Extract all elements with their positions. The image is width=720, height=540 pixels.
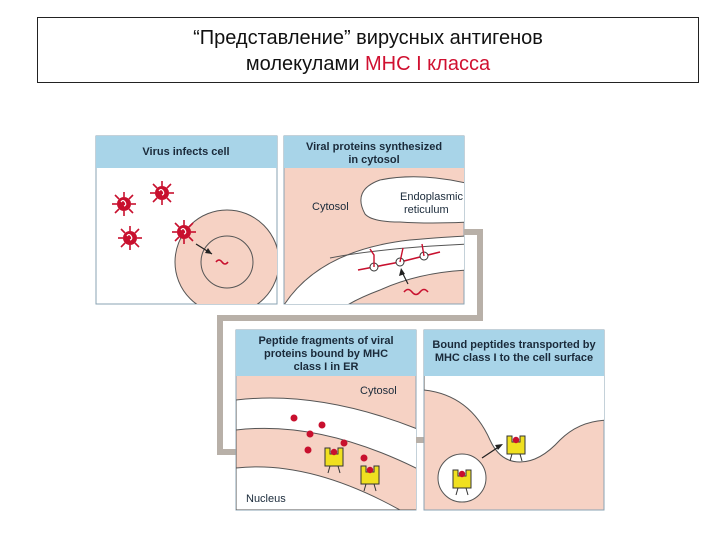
title-line-1: “Представление” вирусных антигенов xyxy=(193,27,543,49)
flow-connector xyxy=(217,229,483,455)
panel-2-title-2: in cytosol xyxy=(348,154,399,166)
panel-2-header xyxy=(284,136,464,168)
panel-2-title-1: Viral proteins synthesized xyxy=(306,141,442,153)
label-er-1: Endoplasmic xyxy=(400,191,463,203)
endoplasmic-reticulum xyxy=(360,176,464,224)
panel-1-header xyxy=(96,136,277,168)
panel-peptide-fragments: Peptide fragments of viral proteins boun… xyxy=(235,329,417,511)
panel-virus-infects-cell: Virus infects cell xyxy=(95,135,278,305)
panel-3-title-3: class I in ER xyxy=(294,361,359,373)
viral-rna xyxy=(215,259,229,265)
title-accent: МНС I класса xyxy=(364,53,491,75)
slide-title: “Представление” вирусных антигенов молек… xyxy=(37,17,699,83)
panel-4-title-1: Bound peptides transported by xyxy=(432,339,596,351)
label-cytosol-2: Cytosol xyxy=(360,385,397,397)
panel-3-title-2: proteins bound by MHC xyxy=(264,348,388,360)
panel-1-title: Virus infects cell xyxy=(142,146,229,158)
label-cytosol: Cytosol xyxy=(312,201,349,213)
panel-4-title-2: MHC class I to the cell surface xyxy=(435,352,593,364)
panel-viral-proteins-synthesized: Viral proteins synthesized in cytosol Cy… xyxy=(283,135,465,305)
title-line-2: молекулами МНС I класса xyxy=(38,51,698,77)
panel-4-header xyxy=(424,330,604,376)
peptides xyxy=(290,414,368,462)
nucleus-region xyxy=(236,466,402,510)
panel-bound-peptides-transported: Bound peptides transported by MHC class … xyxy=(423,329,605,511)
ribosomes-proteins xyxy=(357,243,441,296)
label-er-2: reticulum xyxy=(404,204,449,216)
panel-3-header xyxy=(236,330,416,376)
label-nucleus: Nucleus xyxy=(246,493,286,505)
title-line-2-prefix: молекулами xyxy=(245,53,365,75)
panel-3-title-1: Peptide fragments of viral xyxy=(258,335,393,347)
